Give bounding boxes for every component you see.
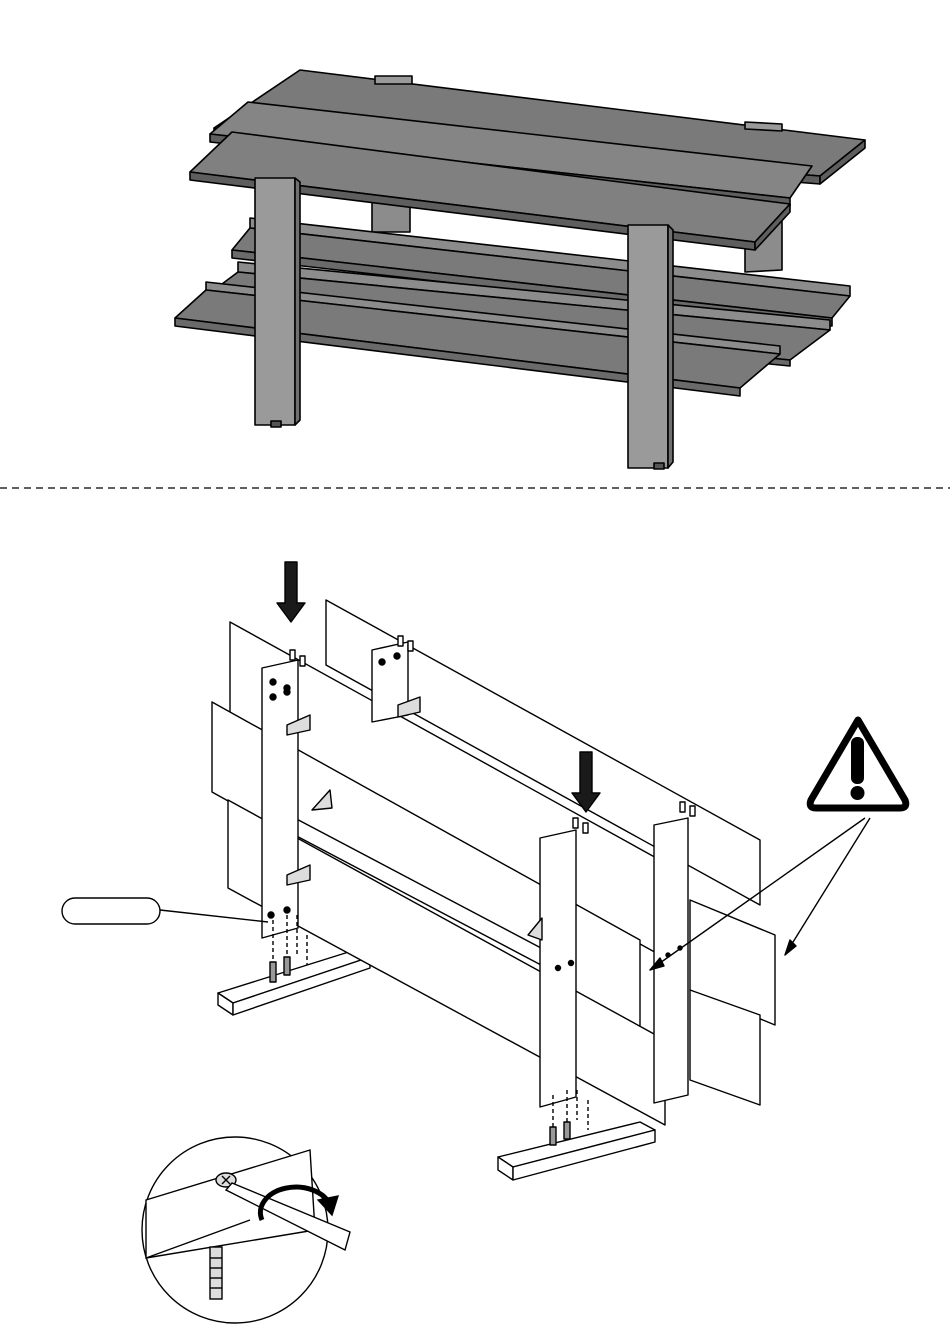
assembled-shelf-unit	[175, 70, 865, 469]
down-arrow-icon	[277, 562, 305, 622]
assembly-view	[62, 562, 870, 1180]
callout-label	[62, 898, 160, 924]
warning-triangle-icon	[810, 720, 906, 808]
right-side-boards	[690, 900, 775, 1105]
screw-detail	[142, 1137, 350, 1323]
